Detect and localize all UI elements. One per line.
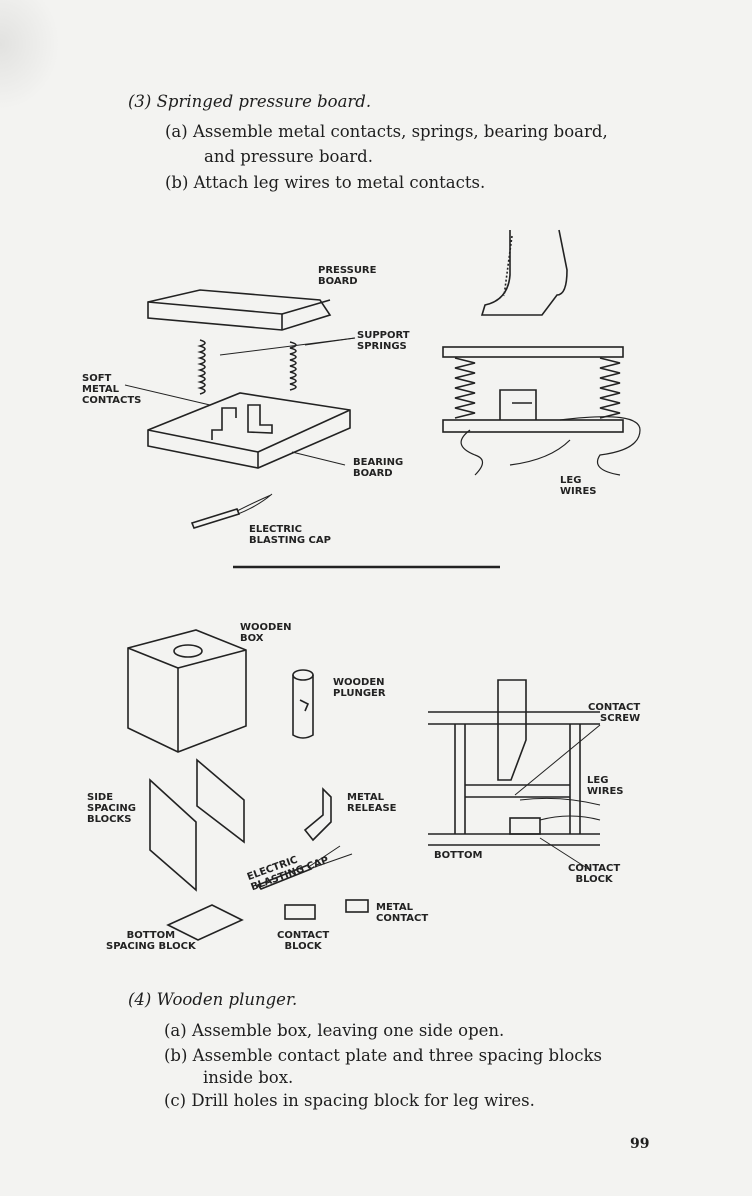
section-3-item-b: (b) Attach leg wires to metal contacts.	[165, 173, 486, 192]
bearing-board-drawing	[124, 384, 351, 469]
section-4-item-b: (b) Assemble contact plate and three spa…	[164, 1046, 602, 1065]
wooden-box-drawing	[127, 629, 247, 753]
boot-on-board-drawing	[442, 229, 641, 476]
label-support-springs: SUPPORT SPRINGS	[357, 330, 410, 352]
label-contact-block-right: CONTACT BLOCK	[568, 863, 621, 885]
label-side-spacing-blocks: SIDE SPACING BLOCKS	[87, 792, 136, 825]
label-electric-blasting-cap: ELECTRIC BLASTING CAP	[249, 524, 331, 546]
label-bottom: BOTTOM	[434, 850, 483, 861]
label-metal-contact: METAL CONTACT	[376, 902, 429, 924]
label-leg-wires: LEG WIRES	[560, 475, 597, 497]
label-wooden-box: WOODEN BOX	[240, 622, 292, 644]
blasting-cap-drawing	[190, 493, 273, 529]
plunger-cross-section-drawing	[428, 679, 601, 871]
label-bearing-board: BEARING BOARD	[353, 457, 404, 479]
label-soft-metal-contacts: SOFT METAL CONTACTS	[82, 373, 142, 406]
pressure-board-drawing	[147, 289, 332, 331]
section-4-heading: (4) Wooden plunger.	[128, 990, 298, 1009]
section-3-item-a-cont: and pressure board.	[204, 147, 373, 166]
support-springs-drawing	[197, 337, 356, 395]
label-contact-block: CONTACT BLOCK	[277, 930, 330, 952]
label-bottom-spacing-block: BOTTOM SPACING BLOCK	[106, 930, 196, 952]
label-contact-screw: CONTACT SCREW	[588, 702, 641, 724]
section-3-heading: (3) Springed pressure board.	[128, 92, 372, 111]
label-wooden-plunger: WOODEN PLUNGER	[333, 677, 386, 699]
scan-edge-shadow	[0, 0, 60, 110]
section-3-item-a: (a) Assemble metal contacts, springs, be…	[165, 122, 608, 141]
page-number: 99	[630, 1136, 650, 1152]
cap-and-contacts-drawing	[166, 845, 369, 941]
wooden-plunger-drawing	[292, 669, 314, 739]
label-pressure-board: PRESSURE BOARD	[318, 265, 377, 287]
section-4-item-c: (c) Drill holes in spacing block for leg…	[164, 1091, 535, 1110]
section-4-item-b-cont: inside box.	[203, 1068, 294, 1087]
side-spacing-blocks-drawing	[149, 758, 245, 892]
label-leg-wires-2: LEG WIRES	[587, 775, 624, 797]
section-4-item-a: (a) Assemble box, leaving one side open.	[164, 1021, 505, 1040]
label-metal-release: METAL RELEASE	[347, 792, 397, 814]
metal-release-drawing	[303, 787, 332, 842]
